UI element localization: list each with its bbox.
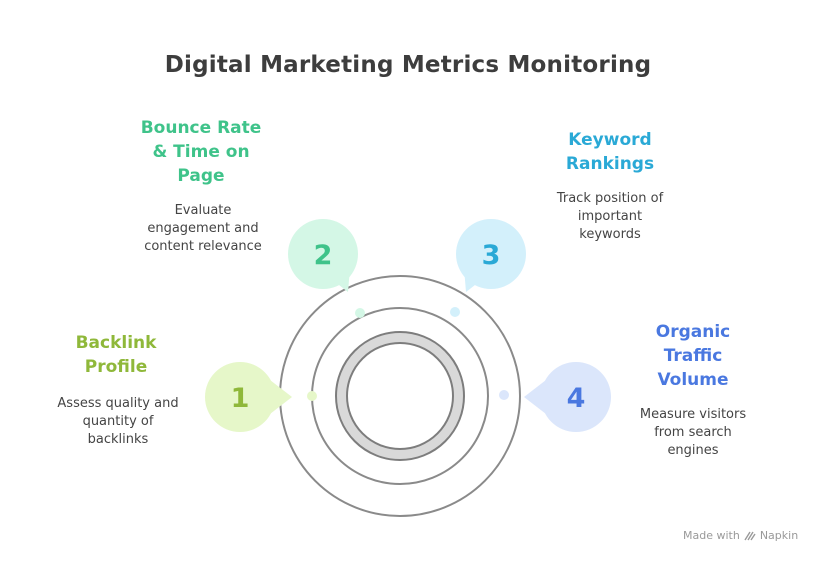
item-2-desc-line: engagement and	[147, 221, 259, 236]
bubble-number-4: 4	[567, 383, 586, 414]
item-4-description: Measure visitors from search engines	[613, 406, 773, 460]
bubble-1: 1	[205, 362, 292, 432]
item-3-heading: Keyword Rankings	[535, 128, 685, 176]
item-1-heading: Backlink Profile	[46, 331, 186, 379]
item-2-desc-line: Evaluate	[174, 203, 232, 218]
item-4-heading-line: Organic	[655, 322, 731, 342]
item-1-desc-line: Assess quality and	[57, 396, 179, 411]
item-4-heading-line: Volume	[657, 370, 729, 390]
diagram-title: Digital Marketing Metrics Monitoring	[164, 52, 652, 78]
item-4-desc-line: Measure visitors	[639, 407, 747, 422]
item-3-heading-line: Keyword	[568, 130, 652, 150]
item-1-heading-line: Backlink	[75, 333, 157, 353]
item-4-desc-line: from search	[654, 425, 732, 440]
core-circle	[346, 342, 454, 450]
bubble-2: 2	[288, 219, 358, 292]
marker-dot-3	[450, 307, 460, 317]
marker-dot-2	[355, 308, 365, 318]
bubble-number-3: 3	[482, 240, 501, 271]
bubble-3: 3	[456, 219, 526, 292]
item-2-heading-line: Bounce Rate	[140, 118, 262, 138]
item-4-heading-line: Traffic	[663, 346, 723, 366]
napkin-logo-icon	[744, 531, 756, 540]
napkin-brand-label: Napkin	[759, 529, 799, 542]
made-with-label: Made with	[683, 529, 740, 542]
bubble-4: 4	[524, 362, 611, 432]
item-1-desc-line: quantity of	[82, 414, 154, 429]
item-2-desc-line: content relevance	[144, 239, 262, 254]
item-3-desc-line: important	[577, 209, 643, 224]
item-4-desc-line: engines	[667, 443, 719, 458]
item-3-desc-line: keywords	[579, 227, 641, 242]
item-2-heading-line: Page	[177, 166, 225, 186]
made-with-napkin-footer[interactable]: Made with Napkin	[683, 529, 798, 542]
bubble-number-1: 1	[231, 383, 250, 414]
bubble-number-2: 2	[314, 240, 333, 271]
item-1-desc-line: backlinks	[87, 432, 149, 447]
item-2-heading: Bounce Rate & Time on Page	[116, 116, 286, 188]
item-3-desc-line: Track position of	[556, 191, 664, 206]
item-1-heading-line: Profile	[84, 357, 148, 377]
item-1-description: Assess quality and quantity of backlinks	[38, 395, 198, 449]
item-2-heading-line: & Time on	[152, 142, 250, 162]
item-2-description: Evaluate engagement and content relevanc…	[123, 202, 283, 256]
item-3-description: Track position of important keywords	[530, 190, 690, 244]
item-3-heading-line: Rankings	[565, 154, 655, 174]
marker-dot-1	[307, 391, 317, 401]
marker-dot-4	[499, 390, 509, 400]
item-4-heading: Organic Traffic Volume	[623, 320, 763, 392]
